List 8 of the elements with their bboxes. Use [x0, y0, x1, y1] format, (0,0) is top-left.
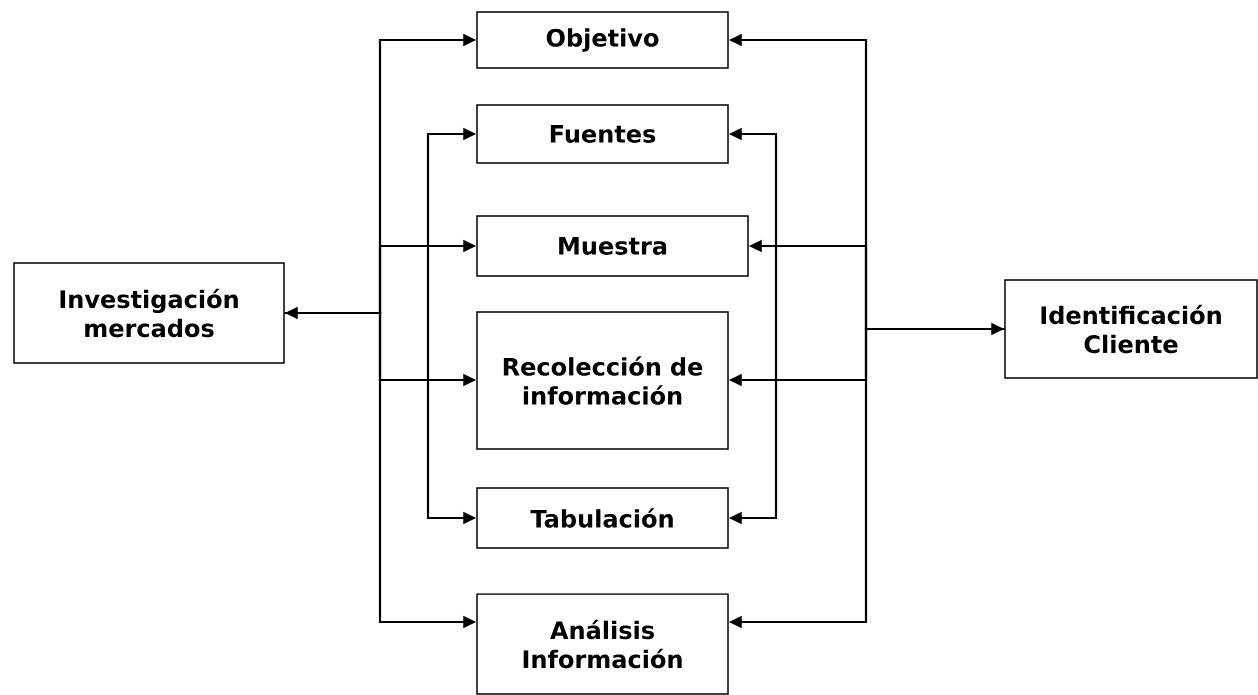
- process-box: Muestra: [476, 215, 749, 277]
- process-box: Análisis Información: [476, 593, 729, 695]
- process-box: Investigación mercados: [13, 262, 285, 364]
- process-box: Recolección de información: [476, 311, 729, 450]
- process-box: Tabulación: [476, 487, 729, 549]
- process-box: Fuentes: [476, 104, 729, 164]
- process-box: Identificación Cliente: [1004, 279, 1258, 379]
- process-box: Objetivo: [476, 11, 729, 69]
